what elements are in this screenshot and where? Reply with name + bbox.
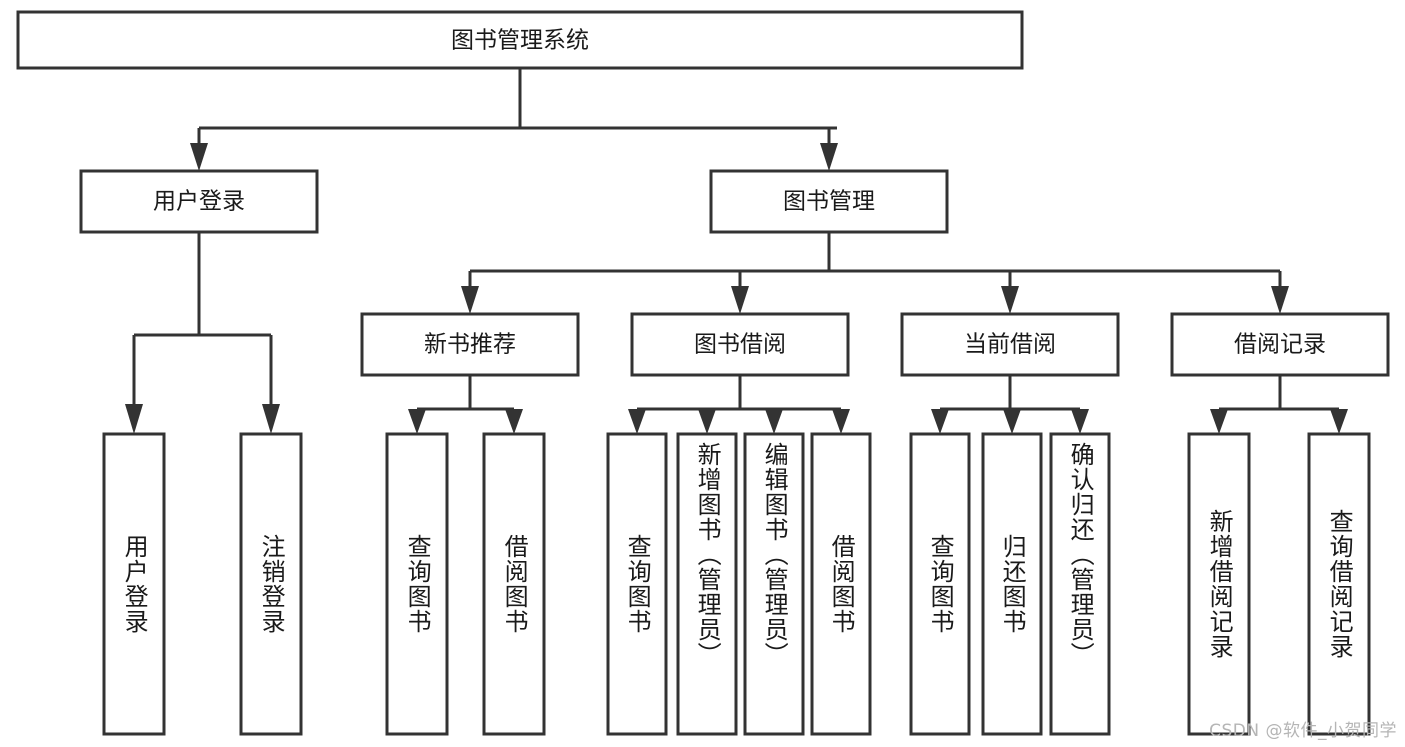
node-new-book-recommend-box[interactable] xyxy=(360,312,580,377)
leaf-box-logout[interactable] xyxy=(239,432,303,736)
node-new-book-recommend[interactable]: 新书推荐 xyxy=(360,312,580,377)
node-borrow-records-box[interactable] xyxy=(1170,312,1390,377)
node-new-book-recommend-label: 新书推荐 xyxy=(424,332,516,358)
leaf-box-add-book-admin[interactable] xyxy=(676,432,738,736)
node-borrow-records-label: 借阅记录 xyxy=(1234,332,1326,358)
arrow-new-books-to-leaf-1 xyxy=(408,409,426,434)
leaf-box-layer xyxy=(102,432,1371,736)
arrow-borrow-to-leaf-4 xyxy=(832,409,850,434)
node-borrow-records[interactable]: 借阅记录 xyxy=(1170,312,1390,377)
node-root-label: 图书管理系统 xyxy=(451,28,589,54)
arrow-book-mgmt-to-records xyxy=(1271,286,1289,314)
node-book-management-box[interactable] xyxy=(709,169,949,234)
arrow-borrow-to-leaf-2 xyxy=(698,409,716,434)
arrow-records-to-leaf-1 xyxy=(1210,409,1228,434)
arrow-current-to-leaf-2 xyxy=(1003,409,1021,434)
node-user-login-label: 用户登录 xyxy=(153,189,245,215)
arrow-new-books-to-leaf-2 xyxy=(505,409,523,434)
arrow-user-login-to-leaf-2 xyxy=(262,404,280,434)
node-book-borrow-label: 图书借阅 xyxy=(694,332,786,358)
node-book-management-label: 图书管理 xyxy=(783,189,875,215)
node-book-borrow-box[interactable] xyxy=(630,312,850,377)
leaf-box-query-book-current[interactable] xyxy=(909,432,971,736)
arrow-root-to-book-mgmt xyxy=(820,143,838,171)
node-book-borrow[interactable]: 图书借阅 xyxy=(630,312,850,377)
node-root-box[interactable] xyxy=(16,10,1024,70)
arrow-current-to-leaf-3 xyxy=(1071,409,1089,434)
node-user-login-box[interactable] xyxy=(79,169,319,234)
leaf-box-borrow-book[interactable] xyxy=(810,432,872,736)
leaf-box-user-login[interactable] xyxy=(102,432,166,736)
leaf-box-add-borrow-record[interactable] xyxy=(1187,432,1251,736)
leaf-box-edit-book-admin[interactable] xyxy=(743,432,805,736)
node-book-management[interactable]: 图书管理 xyxy=(709,169,949,234)
arrow-borrow-to-leaf-1 xyxy=(628,409,646,434)
leaf-box-query-borrow-record[interactable] xyxy=(1307,432,1371,736)
node-current-borrow[interactable]: 当前借阅 xyxy=(900,312,1120,377)
arrow-book-mgmt-to-borrow xyxy=(731,286,749,314)
arrow-book-mgmt-to-current xyxy=(1001,286,1019,314)
leaf-box-query-book-recommend[interactable] xyxy=(385,432,449,736)
arrow-user-login-to-leaf-1 xyxy=(125,404,143,434)
leaf-box-return-book[interactable] xyxy=(981,432,1043,736)
connector-layer xyxy=(125,68,1348,434)
leaf-box-confirm-return-admin[interactable] xyxy=(1049,432,1111,736)
leaf-box-query-book-borrow[interactable] xyxy=(606,432,668,736)
arrow-current-to-leaf-1 xyxy=(931,409,949,434)
csdn-watermark: CSDN @软件_小贺同学 xyxy=(1209,721,1397,741)
node-root[interactable]: 图书管理系统 xyxy=(16,10,1024,70)
arrow-borrow-to-leaf-3 xyxy=(765,409,783,434)
node-current-borrow-label: 当前借阅 xyxy=(964,332,1056,358)
node-user-login[interactable]: 用户登录 xyxy=(79,169,319,234)
arrow-records-to-leaf-2 xyxy=(1330,409,1348,434)
arrow-book-mgmt-to-new-books xyxy=(461,286,479,314)
arrow-root-to-user-login xyxy=(190,143,208,171)
leaf-box-borrow-book-recommend[interactable] xyxy=(482,432,546,736)
node-current-borrow-box[interactable] xyxy=(900,312,1120,377)
